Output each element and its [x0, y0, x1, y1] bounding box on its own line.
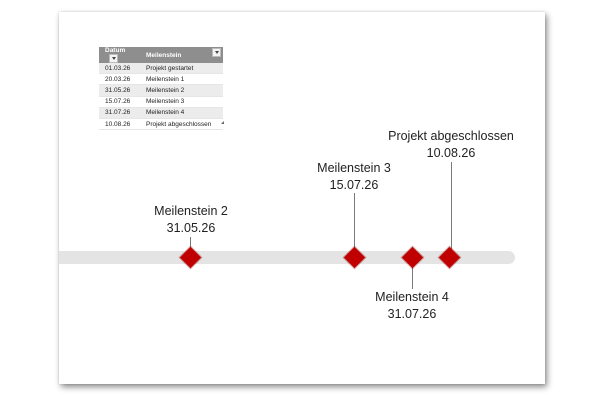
- connector-line: [354, 193, 355, 257]
- table-row[interactable]: 20.03.26 Meilenstein 1: [99, 73, 223, 86]
- connector-line: [412, 257, 413, 289]
- table-row[interactable]: 31.05.26 Meilenstein 2: [99, 84, 223, 97]
- table-header-name-label: Meilenstein: [146, 51, 182, 59]
- table-row[interactable]: 01.03.26 Projekt gestartet: [99, 63, 223, 75]
- table-row[interactable]: 31.07.26 Meilenstein 4: [99, 107, 223, 119]
- milestone-label[interactable]: Projekt abgeschlossen 10.08.26: [376, 128, 526, 162]
- table-header-date[interactable]: Datum: [99, 47, 140, 63]
- table-header-row: Datum Meilenstein: [99, 47, 223, 63]
- table-cell-name[interactable]: Meilenstein 1: [140, 73, 223, 86]
- table-cell-name[interactable]: Projekt abgeschlossen: [140, 118, 223, 131]
- filter-dropdown-icon[interactable]: [212, 48, 221, 57]
- table-cell-name[interactable]: Meilenstein 4: [140, 107, 223, 119]
- table-cell-date[interactable]: 10.08.26: [99, 118, 140, 131]
- milestone-name: Meilenstein 2: [154, 204, 228, 218]
- table-cell-date[interactable]: 15.07.26: [99, 96, 140, 108]
- table-cell-date[interactable]: 31.05.26: [99, 84, 140, 97]
- table-cell-name[interactable]: Meilenstein 3: [140, 96, 223, 108]
- timeline-track: [59, 251, 515, 264]
- milestone-label[interactable]: Meilenstein 4 31.07.26: [352, 289, 472, 323]
- milestone-date: 31.07.26: [387, 307, 437, 321]
- milestone-label[interactable]: Meilenstein 2 31.05.26: [131, 203, 251, 237]
- table-row[interactable]: 10.08.26 Projekt abgeschlossen: [99, 118, 223, 131]
- milestone-date: 15.07.26: [329, 178, 379, 192]
- milestone-label[interactable]: Meilenstein 3 15.07.26: [294, 160, 414, 194]
- table-cell-date[interactable]: 01.03.26: [99, 63, 140, 75]
- table-header-date-label: Datum: [105, 47, 126, 54]
- resize-handle-icon[interactable]: [221, 121, 224, 124]
- table-cell-name[interactable]: Projekt gestartet: [140, 63, 223, 75]
- connector-line: [451, 162, 452, 257]
- milestone-date: 10.08.26: [426, 146, 476, 160]
- milestone-table: Datum Meilenstein 01.03.26 Projekt gesta…: [99, 47, 223, 131]
- table-cell-name[interactable]: Meilenstein 2: [140, 84, 223, 97]
- filter-dropdown-icon[interactable]: [109, 54, 118, 63]
- milestone-name: Projekt abgeschlossen: [388, 129, 514, 143]
- table-cell-date[interactable]: 20.03.26: [99, 73, 140, 86]
- milestone-date: 31.05.26: [166, 221, 216, 235]
- milestone-name: Meilenstein 4: [375, 290, 449, 304]
- table-cell-date[interactable]: 31.07.26: [99, 107, 140, 119]
- table-header-name[interactable]: Meilenstein: [140, 47, 223, 63]
- milestone-name: Meilenstein 3: [317, 161, 391, 175]
- table-row[interactable]: 15.07.26 Meilenstein 3: [99, 96, 223, 108]
